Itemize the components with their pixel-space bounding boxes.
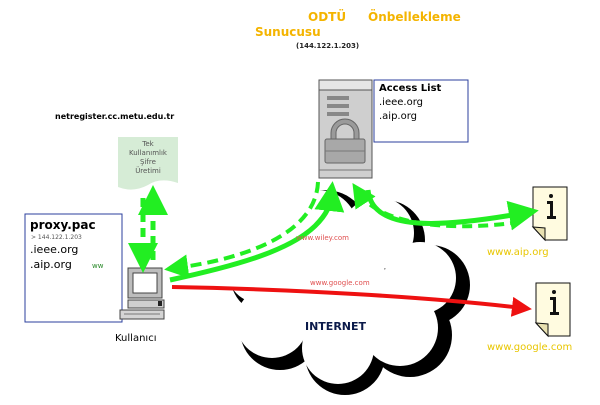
site-label-aip: www.aip.org <box>487 247 549 258</box>
info-doc-aip-icon <box>531 186 568 242</box>
proxy-pac-squiggle: ww <box>92 262 104 270</box>
cloud-link-google: www.google.com <box>310 279 370 287</box>
arrow-server-to-user <box>164 181 320 279</box>
arrow-aip-to-server <box>352 182 521 229</box>
password-doc-text: Tek Kullanımlık Şifre Üretimi <box>120 140 176 176</box>
user-label: Kullanıcı <box>115 333 157 344</box>
proxy-pac-item: .aip.org <box>30 258 72 271</box>
access-list-box <box>373 79 469 143</box>
proxy-pac-ip: > 144.122.1.203 <box>31 234 82 241</box>
site-label-google: www.google.com <box>487 342 573 353</box>
server-icon <box>318 79 373 179</box>
server-title-a: ODTÜ <box>308 10 347 24</box>
cloud-link-wiley: www.wiley.com <box>296 234 349 242</box>
password-doc-line: Üretimi <box>135 167 161 175</box>
password-doc-line: Kullanımlık <box>128 149 167 157</box>
server-ip: (144.122.1.203) <box>296 42 360 50</box>
password-doc-icon <box>118 137 178 190</box>
proxy-pac-item: .ieee.org <box>30 243 79 256</box>
arrow-user-to-google <box>171 285 532 317</box>
info-doc-google-icon <box>534 282 571 338</box>
registration-host: netregister.cc.metu.edu.tr <box>55 112 175 121</box>
arrows <box>128 181 539 317</box>
access-list-item: .ieee.org <box>379 97 423 108</box>
internet-cloud <box>226 190 470 395</box>
internet-label: INTERNET <box>305 320 367 333</box>
proxy-pac-box <box>24 213 123 323</box>
access-list-title: Access List <box>379 83 442 94</box>
password-doc-line: Tek <box>142 140 154 148</box>
computer-icon <box>119 267 165 320</box>
arrow-user-to-server <box>169 181 345 283</box>
server-title-c: Sunucusu <box>255 25 321 39</box>
server-title-b: Önbellekleme <box>368 10 461 24</box>
password-doc-line: Şifre <box>140 158 156 166</box>
access-list-item: .aip.org <box>379 111 418 122</box>
proxy-pac-title: proxy.pac <box>30 218 96 232</box>
